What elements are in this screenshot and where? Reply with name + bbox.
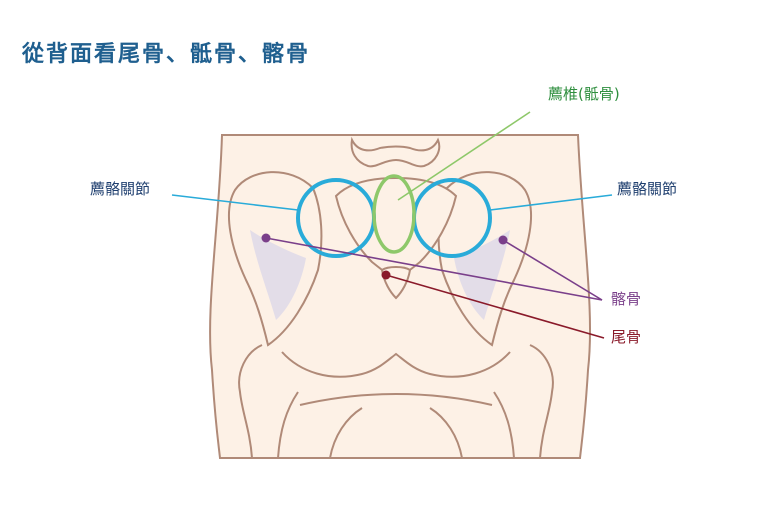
leader-coccyx xyxy=(385,274,605,339)
leader-ilium-right xyxy=(502,239,603,301)
coccyx-dot xyxy=(381,270,391,280)
leader-si-left xyxy=(171,194,299,211)
right-femur-inner xyxy=(429,407,463,459)
pubic-region xyxy=(281,351,511,378)
leader-sacrum xyxy=(397,111,531,201)
leader-si-right xyxy=(489,194,613,211)
leader-ilium-left xyxy=(265,237,603,301)
label-coccyx: 尾骨 xyxy=(611,328,642,346)
lower-pelvis-line xyxy=(299,392,493,406)
left-femur-inner xyxy=(329,407,363,459)
sacrum-bone xyxy=(334,176,458,282)
right-femur xyxy=(493,344,554,459)
ilium-dot-left xyxy=(261,233,271,243)
page-title: 從背面看尾骨、骶骨、髂骨 xyxy=(22,41,311,67)
ilium-dot-right xyxy=(498,235,508,245)
lumbar-vertebra xyxy=(350,136,441,168)
left-femur xyxy=(238,344,299,459)
left-ilium-shadow xyxy=(250,230,306,320)
label-ilium: 髂骨 xyxy=(611,290,642,308)
sacrum-ring xyxy=(372,174,416,254)
label-si-joint-left: 薦骼關節 xyxy=(90,180,151,198)
label-si-joint-right: 薦骼關節 xyxy=(617,180,678,198)
label-sacrum: 薦椎(骶骨) xyxy=(548,85,620,103)
